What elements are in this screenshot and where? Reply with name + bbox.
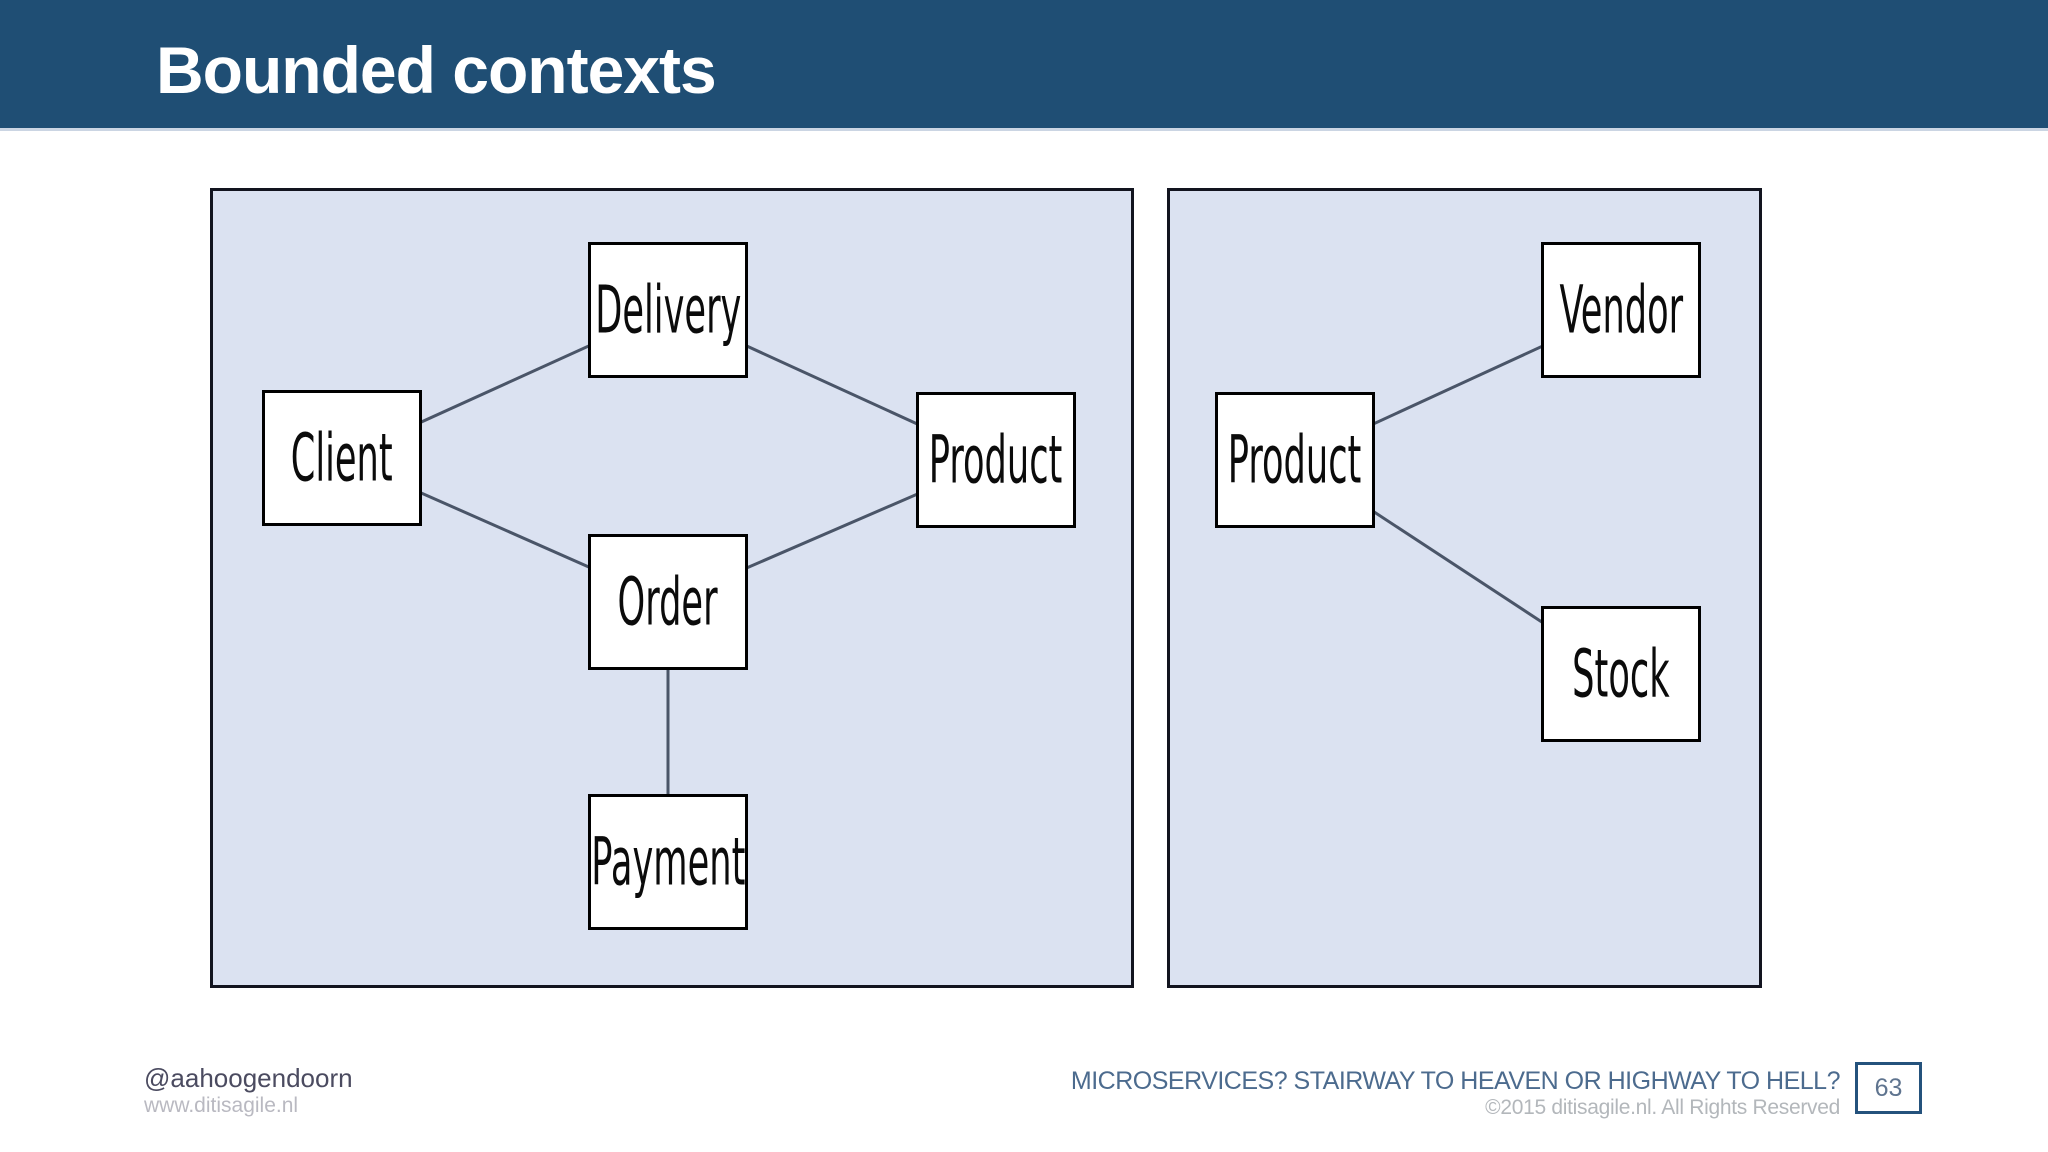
node-stock-label: Stock [1572, 635, 1670, 713]
node-stock: Stock [1541, 606, 1701, 742]
node-delivery: Delivery [588, 242, 748, 378]
slide-header: Bounded contexts [0, 0, 2048, 131]
page-number: 63 [1874, 1073, 1903, 1102]
footer-presentation-title: MICROSERVICES? STAIRWAY TO HEAVEN OR HIG… [1070, 1067, 1841, 1095]
page-title: Bounded contexts [156, 33, 717, 107]
footer-author-block: @aahoogendoorn www.ditisagile.nl [144, 1063, 353, 1118]
node-order: Order [588, 534, 748, 670]
node-product-left: Product [916, 392, 1076, 528]
footer-copyright: ©2015 ditisagile.nl. All Rights Reserved [1485, 1095, 1840, 1119]
node-product-left-label: Product [929, 421, 1063, 499]
footer-presentation-block: MICROSERVICES? STAIRWAY TO HEAVEN OR HIG… [1070, 1067, 1841, 1119]
bounded-context-panel-left: Delivery Client Product Order Payment [210, 188, 1134, 988]
node-order-label: Order [617, 563, 719, 641]
node-delivery-label: Delivery [594, 271, 742, 349]
node-payment: Payment [588, 794, 748, 930]
page-number-box: 63 [1855, 1062, 1922, 1114]
footer-twitter-handle: @aahoogendoorn [144, 1063, 353, 1093]
node-product-right-label: Product [1228, 421, 1362, 499]
node-payment-label: Payment [590, 823, 746, 901]
node-client-label: Client [291, 419, 393, 497]
footer-website: www.ditisagile.nl [144, 1093, 299, 1117]
node-vendor: Vendor [1541, 242, 1701, 378]
bounded-context-panel-right: Product Vendor Stock [1167, 188, 1762, 988]
node-product-right: Product [1215, 392, 1375, 528]
node-client: Client [262, 390, 422, 526]
node-vendor-label: Vendor [1559, 271, 1683, 349]
